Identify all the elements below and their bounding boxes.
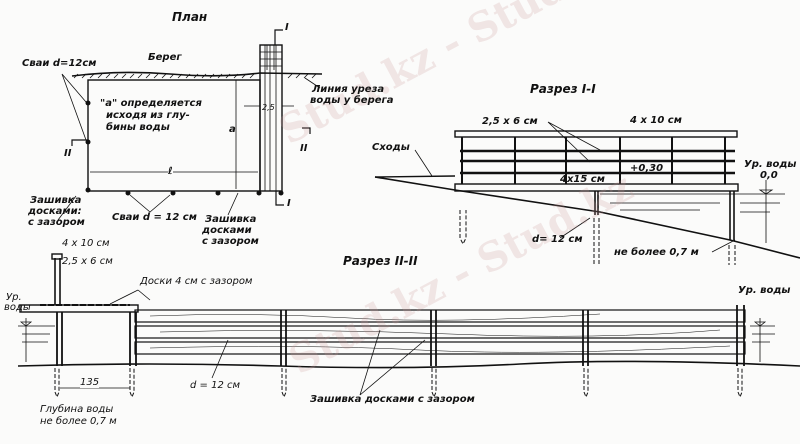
- dim-25: 2,5: [262, 103, 275, 112]
- section-I-bottom: I: [287, 198, 291, 209]
- note-line-1: "а" определяется: [100, 98, 202, 109]
- water-level-1: Ур. воды: [744, 159, 797, 170]
- section-II-left: II: [64, 148, 72, 159]
- cladding-bottom-1: Зашивка: [205, 214, 257, 225]
- water-level-right: Ур. воды: [738, 285, 791, 296]
- cladding-label: Зашивка досками с зазором: [310, 394, 475, 405]
- piles-top-label: Сваи d=12см: [22, 58, 97, 69]
- water-level-left-1: Ур.: [6, 292, 22, 303]
- plan-view: [57, 29, 323, 221]
- water-level-left-2: воды: [4, 302, 31, 313]
- piles-bottom-label: Сваи d = 12 см: [112, 212, 197, 223]
- pile-d-label-2: d = 12 см: [190, 380, 241, 391]
- shore-label: Берег: [148, 52, 182, 63]
- pier-strip: [259, 44, 283, 192]
- max-depth-label: не более 0,7 м: [614, 247, 699, 258]
- ground-slope: [374, 176, 800, 259]
- rail-small-label: 2,5 x 6 см: [482, 116, 538, 127]
- ground-line: [17, 360, 800, 369]
- stairs-label: Сходы: [372, 142, 410, 153]
- waterline-1: Линия уреза: [312, 84, 385, 95]
- note-line-3: бины воды: [106, 122, 170, 133]
- cladding-left-2: досками:: [28, 206, 82, 217]
- board-row-3: [134, 341, 746, 355]
- boards-label: Доски 4 см с зазором: [140, 276, 253, 287]
- cladding-left-1: Зашивка: [30, 195, 82, 206]
- section-2-2: [17, 253, 800, 399]
- rail-top-label-2: 4 x 10 см: [62, 238, 110, 249]
- note-line-2: исходя из глу-: [106, 110, 190, 121]
- pile-d-label: d= 12 см: [532, 234, 583, 245]
- bath-outline: [87, 79, 261, 192]
- depth-note-1: Глубина воды: [40, 404, 114, 415]
- rail-small-label-2: 2,5 x 6 см: [62, 256, 113, 267]
- cladding-bottom-3: с зазором: [202, 236, 259, 247]
- board-row-1: [134, 309, 746, 323]
- section-1-title: Разрез I-I: [530, 82, 596, 96]
- cladding-left-3: с зазором: [28, 217, 85, 228]
- dim-a: a: [229, 124, 236, 135]
- deck-end: [19, 304, 139, 313]
- spacing-label: 135: [80, 377, 100, 388]
- waterline-2: воды у берега: [310, 95, 394, 106]
- section-II-right: II: [300, 143, 308, 154]
- section-1-1: [374, 121, 800, 265]
- board-row-2: [134, 325, 746, 339]
- rail-top-label: 4 x 10 см: [630, 115, 682, 126]
- shoreline: [71, 71, 323, 77]
- deck-level: +0,30: [630, 163, 664, 174]
- cladding-bottom-2: досками: [202, 225, 252, 236]
- plan-title: План: [172, 10, 208, 24]
- beam-label: 4x15 см: [560, 174, 605, 185]
- dim-l: ℓ: [168, 166, 173, 177]
- section-2-title: Разрез II-II: [343, 254, 418, 268]
- top-rail: [454, 130, 738, 138]
- section-I-top: I: [285, 22, 289, 33]
- depth-note-2: не более 0,7 м: [40, 416, 117, 427]
- water-level-2: 0,0: [760, 170, 778, 181]
- deck: [454, 183, 739, 192]
